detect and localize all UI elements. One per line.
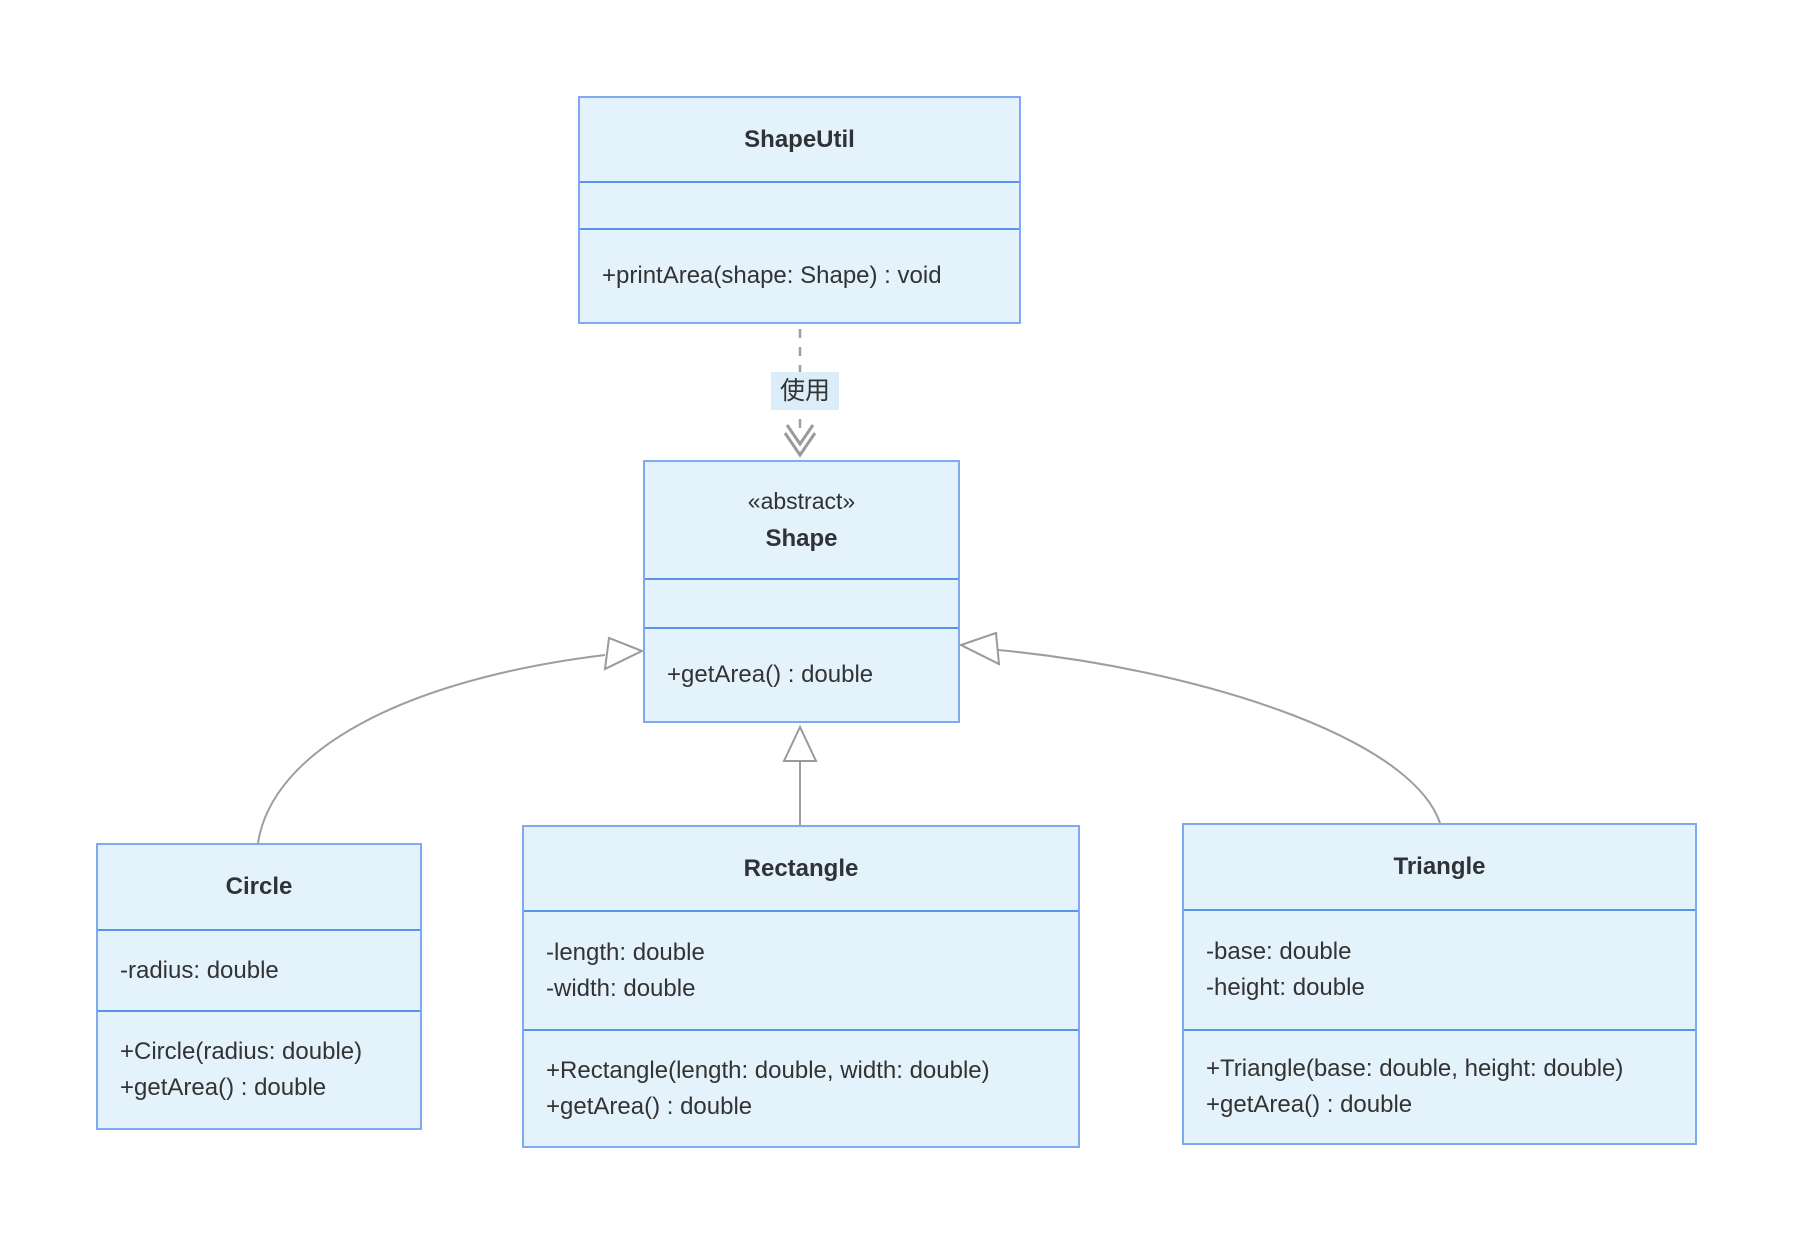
class-box-circle: Circle -radius: double +Circle(radius: d… bbox=[96, 843, 422, 1130]
method: +Triangle(base: double, height: double) bbox=[1206, 1055, 1624, 1082]
hollow-triangle-arrowhead-rectangle bbox=[782, 724, 818, 762]
attribute: -height: double bbox=[1206, 974, 1365, 1001]
attribute: -width: double bbox=[546, 974, 696, 1002]
class-name: Shape bbox=[765, 524, 838, 552]
class-name: Rectangle bbox=[743, 854, 859, 882]
class-attributes-circle: -radius: double bbox=[98, 929, 420, 1010]
open-arrowhead bbox=[783, 432, 817, 458]
class-box-rectangle: Rectangle -length: double -width: double… bbox=[522, 825, 1080, 1148]
class-title-circle: Circle bbox=[98, 845, 420, 929]
class-methods-triangle: +Triangle(base: double, height: double) … bbox=[1184, 1029, 1695, 1143]
hollow-triangle-arrowhead-triangle bbox=[958, 631, 1001, 666]
class-box-shape: «abstract» Shape +getArea() : double bbox=[643, 460, 960, 723]
class-attributes-rectangle: -length: double -width: double bbox=[524, 910, 1078, 1029]
inheritance-edge-circle-shape bbox=[257, 654, 606, 844]
class-attributes-shape bbox=[645, 578, 958, 627]
class-stereotype: «abstract» bbox=[747, 487, 856, 514]
hollow-triangle-arrowhead-circle bbox=[603, 636, 645, 671]
method: +Circle(radius: double) bbox=[120, 1038, 363, 1065]
class-title-rectangle: Rectangle bbox=[524, 827, 1078, 910]
class-title-shapeutil: ShapeUtil bbox=[580, 98, 1019, 181]
attribute: -base: double bbox=[1206, 938, 1352, 965]
class-methods-circle: +Circle(radius: double) +getArea() : dou… bbox=[98, 1010, 420, 1128]
method: +Rectangle(length: double, width: double… bbox=[546, 1056, 990, 1084]
edge-label-dependency: 使用 bbox=[771, 372, 840, 410]
method: +getArea() : double bbox=[667, 661, 874, 688]
class-methods-shapeutil: +printArea(shape: Shape) : void bbox=[580, 228, 1019, 322]
inheritance-edge-triangle-shape bbox=[997, 649, 1441, 824]
class-methods-rectangle: +Rectangle(length: double, width: double… bbox=[524, 1029, 1078, 1146]
class-attributes-shapeutil bbox=[580, 181, 1019, 228]
class-title-shape: «abstract» Shape bbox=[645, 462, 958, 578]
method: +getArea() : double bbox=[1206, 1091, 1413, 1118]
open-arrowhead-inner bbox=[785, 424, 815, 447]
class-methods-shape: +getArea() : double bbox=[645, 627, 958, 721]
class-box-triangle: Triangle -base: double -height: double +… bbox=[1182, 823, 1697, 1145]
class-box-shapeutil: ShapeUtil +printArea(shape: Shape) : voi… bbox=[578, 96, 1021, 324]
method: +getArea() : double bbox=[120, 1074, 327, 1101]
class-name: Circle bbox=[225, 873, 293, 900]
attribute: -radius: double bbox=[120, 956, 279, 984]
class-attributes-triangle: -base: double -height: double bbox=[1184, 909, 1695, 1029]
class-name: Triangle bbox=[1393, 853, 1486, 880]
attribute: -length: double bbox=[546, 938, 705, 966]
method: +getArea() : double bbox=[546, 1092, 753, 1120]
method: +printArea(shape: Shape) : void bbox=[602, 262, 942, 289]
class-name: ShapeUtil bbox=[744, 125, 855, 153]
class-title-triangle: Triangle bbox=[1184, 825, 1695, 909]
